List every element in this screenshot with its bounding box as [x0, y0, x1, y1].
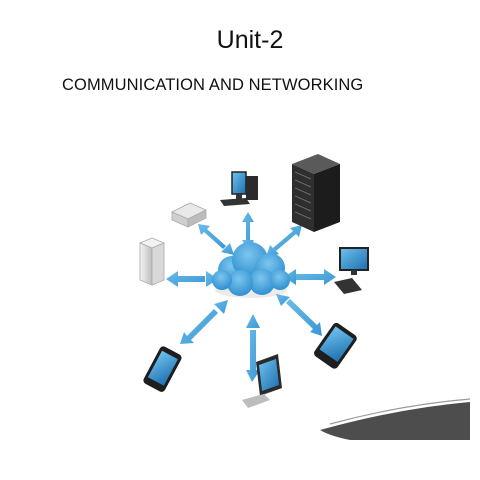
- smartphone-icon: [314, 322, 357, 369]
- arrow-bottomright-icon: [276, 294, 322, 336]
- laptop-icon: [242, 354, 282, 408]
- slide-subtitle: COMMUNICATION AND NETWORKING: [62, 76, 364, 94]
- arrow-topleft-icon: [198, 224, 234, 255]
- arrow-left-icon: [166, 271, 218, 287]
- server-rack-icon: [292, 154, 340, 232]
- arrow-bottom-icon: [246, 314, 260, 382]
- desktop-computer-icon: [220, 171, 258, 206]
- tower-server-icon: [138, 237, 166, 286]
- smartphone-icon: [143, 346, 182, 392]
- monitor-icon: [334, 247, 369, 294]
- slide-title: Unit-2: [216, 26, 284, 54]
- arrow-bottomleft-icon: [180, 300, 228, 344]
- router-icon: [171, 202, 207, 228]
- arrow-right-icon: [284, 269, 336, 285]
- cloud-icon: [212, 242, 290, 298]
